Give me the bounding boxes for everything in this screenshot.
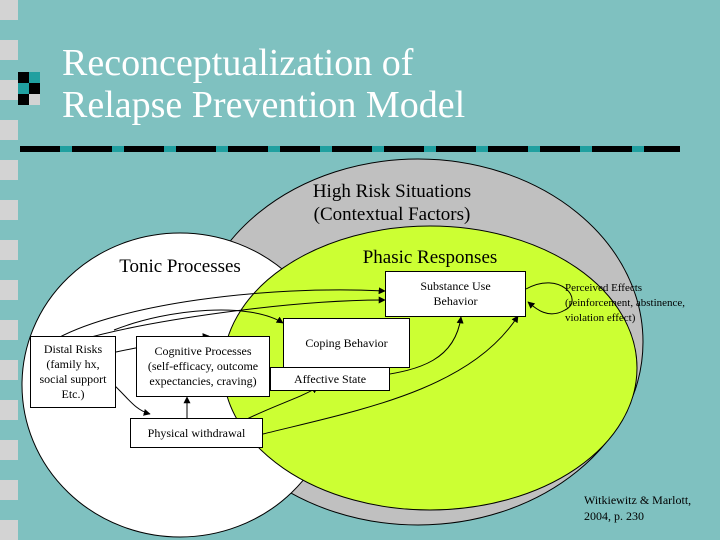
perceived-line-3: violation effect) (565, 312, 636, 324)
citation: Witkiewitz & Marlott, 2004, p. 230 (584, 492, 718, 524)
deco-square (18, 72, 29, 83)
arrow-distal-to-substance (79, 296, 386, 341)
cognitive-processes-box: Cognitive Processes (self-efficacy, outc… (136, 336, 270, 397)
affective-state-box: Affective State (270, 367, 390, 391)
deco-square (29, 83, 40, 94)
perceived-effects-label: Perceived Effects (reinforcement, abstin… (565, 281, 720, 326)
citation-line-2: 2004, p. 230 (584, 509, 644, 523)
arrow-physical-to-substance (262, 315, 519, 435)
title-line-2: Relapse Prevention Model (62, 84, 466, 126)
high-risk-situations-label: High Risk Situations (Contextual Factors… (272, 180, 512, 226)
perceived-line-2: (reinforcement, abstinence, (565, 297, 686, 309)
deco-square (29, 94, 40, 105)
slide-title: Reconceptualization of Relapse Preventio… (62, 42, 465, 126)
cognitive-line-2: (self-efficacy, outcome (147, 359, 259, 373)
phasic-responses-text: Phasic Responses (362, 247, 498, 268)
distal-line-1: Distal Risks (43, 342, 103, 356)
arrow-affective-coping-substance (376, 316, 464, 379)
title-line-1: Reconceptualization of (62, 42, 414, 84)
high-risk-line-1: High Risk Situations (312, 181, 472, 202)
arrow-distal-to-physical (113, 384, 151, 416)
perceived-line-1: Perceived Effects (565, 282, 643, 294)
citation-line-1: Witkiewitz & Marlott, (584, 493, 692, 507)
tonic-processes-text: Tonic Processes (119, 256, 241, 277)
distal-line-2: (family hx, (46, 357, 100, 371)
physical-withdrawal-box: Physical withdrawal (130, 418, 263, 448)
deco-square (18, 83, 29, 94)
left-stripe-decoration (0, 0, 18, 540)
coping-behavior-text: Coping Behavior (305, 335, 388, 350)
substance-use-line-2: Behavior (433, 294, 478, 308)
physical-withdrawal-text: Physical withdrawal (147, 425, 246, 440)
phasic-responses-label: Phasic Responses (330, 246, 530, 269)
distal-line-4: Etc.) (61, 387, 85, 401)
distal-line-3: social support (39, 372, 107, 386)
substance-use-line-1: Substance Use (420, 279, 491, 293)
arrow-distal-to-coping (113, 309, 284, 331)
substance-use-behavior-box: Substance Use Behavior (385, 271, 526, 317)
deco-square (18, 94, 29, 105)
cognitive-line-3: expectancies, craving) (149, 374, 257, 388)
coping-behavior-box: Coping Behavior (283, 318, 410, 368)
high-risk-line-2: (Contextual Factors) (313, 204, 471, 225)
deco-square (29, 72, 40, 83)
cognitive-line-1: Cognitive Processes (154, 344, 252, 358)
arrow-feedback-loop (525, 282, 573, 315)
tonic-processes-label: Tonic Processes (95, 255, 265, 278)
affective-state-text: Affective State (293, 371, 367, 386)
arrow-distal-to-substance-top (57, 287, 386, 339)
distal-risks-box: Distal Risks (family hx, social support … (30, 336, 116, 408)
title-divider (20, 146, 680, 152)
